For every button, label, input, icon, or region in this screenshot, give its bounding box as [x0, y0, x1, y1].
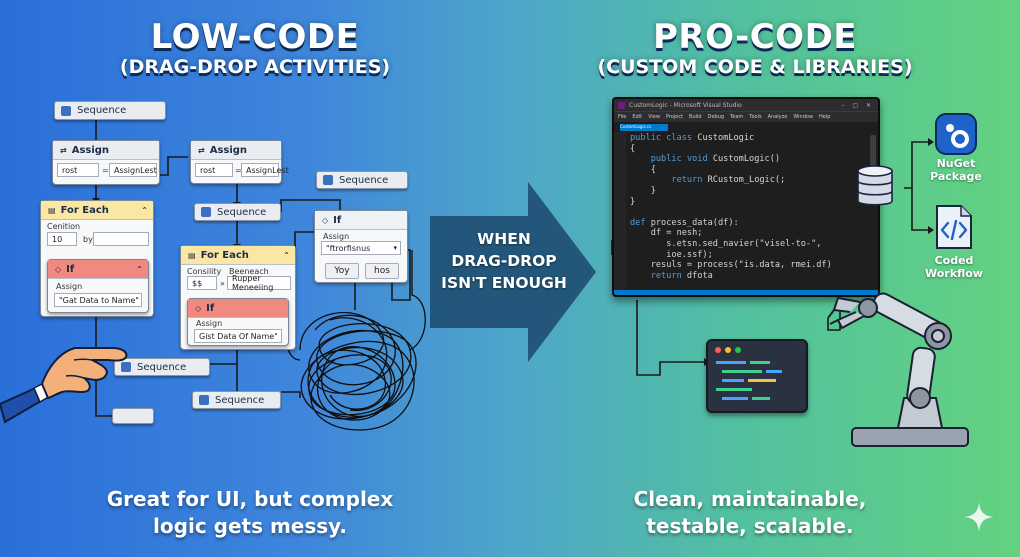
assign-activity-1[interactable]: ⇄Assign rost = AssignLest — [52, 140, 160, 185]
vs-logo-icon — [618, 101, 625, 109]
by-field[interactable] — [93, 232, 149, 246]
menu-item[interactable]: Team — [730, 114, 744, 120]
status-bar — [614, 290, 878, 295]
code-line: { — [630, 143, 636, 154]
low-code-subtitle: (DRAG-DROP ACTIVITIES) — [119, 56, 391, 78]
menu-item[interactable]: File — [618, 114, 627, 120]
code-line: public class CustomLogic — [630, 133, 755, 143]
code-line: { — [630, 164, 656, 175]
sequence-icon — [199, 395, 209, 405]
condition-field[interactable]: 10 — [47, 232, 77, 246]
code-line: s.etsn.sed_navier("visel-to-", — [630, 238, 822, 249]
window-controls[interactable]: – ▢ ✕ — [841, 101, 874, 109]
if-activity-1[interactable]: ◇If⌃ Assign "Gat Data to Name" — [47, 259, 149, 313]
low-code-caption: Great for UI, but complex logic gets mes… — [106, 487, 394, 538]
assign-value-field[interactable]: AssignLest — [241, 163, 289, 177]
assign-icon: ⇄ — [198, 145, 205, 155]
assign-value-field[interactable]: Gist Data Of Name" — [194, 329, 282, 343]
code-lines-icon — [716, 361, 782, 400]
nuget-package-icon — [935, 113, 977, 155]
sequence-activity-5[interactable]: Sequence — [192, 391, 281, 409]
menu-item[interactable]: Analyze — [767, 114, 788, 120]
select-field[interactable]: "ftrorfisnus ▾ — [321, 241, 401, 255]
sequence-activity-3[interactable]: Sequence — [316, 171, 408, 189]
gutter — [614, 132, 626, 290]
menu-item[interactable]: Project — [665, 114, 684, 120]
arrow-label: WHEN DRAG-DROP ISN'T ENOUGH — [441, 230, 567, 292]
low-code-title: LOW-CODE — [150, 17, 360, 57]
title-bar: CustomLogic - Microsoft Visual Studio – … — [614, 99, 878, 111]
assign-activity-2[interactable]: ⇄Assign rost = AssignLest — [190, 140, 289, 184]
menu-item[interactable]: Build — [689, 114, 702, 120]
collapse-icon[interactable]: ⌃ — [136, 264, 143, 274]
if-icon: ◇ — [55, 264, 62, 274]
yes-button[interactable]: Yoy — [325, 263, 359, 279]
pro-code-subtitle: (CUSTOM CODE & LIBRARIES) — [597, 56, 913, 78]
code-line: df = nesh; — [630, 228, 703, 239]
coded-workflow-icon — [936, 205, 972, 249]
menu-item[interactable]: Window — [793, 114, 814, 120]
pro-code-caption: Clean, maintainable, testable, scalable. — [633, 487, 867, 538]
menu-item[interactable]: Debug — [707, 114, 725, 120]
menu-item[interactable]: Edit — [632, 114, 643, 120]
condition-field[interactable]: $$ — [187, 276, 217, 290]
dropdown-arrow-icon: ▾ — [393, 244, 397, 252]
assign-icon: ⇄ — [60, 145, 67, 155]
code-line: return RCustom_Logic(; — [671, 175, 786, 186]
robot-arm-icon — [827, 292, 969, 447]
for-each-activity-1[interactable]: ▤For Each⌃ Cenition 10 by ◇If⌃ Assign "G… — [40, 200, 154, 317]
sparkle-icon — [964, 502, 994, 532]
code-line: def process_data(df): — [630, 217, 739, 228]
for-each-activity-2[interactable]: ▤For Each⌃ Consility Beeneach $$ » Ruppe… — [180, 245, 296, 350]
code-line: } — [630, 196, 636, 207]
sequence-icon — [323, 175, 333, 185]
foreach-icon: ▤ — [48, 205, 56, 215]
if-activity-3[interactable]: ◇If Assign "ftrorfisnus ▾ Yoy hos — [314, 210, 408, 283]
sequence-icon — [61, 105, 71, 116]
sequence-activity-2[interactable]: Sequence — [194, 203, 281, 221]
assign-value-field[interactable]: "Gat Data to Name" — [54, 293, 142, 307]
code-line: return dfota — [650, 270, 713, 281]
assign-value-field[interactable]: AssignLest — [109, 163, 157, 177]
menu-bar: File Edit View Project Build Debug Team … — [614, 111, 878, 122]
code-line: ioe.ssf); — [630, 249, 713, 260]
no-button[interactable]: hos — [365, 263, 399, 279]
sequence-icon — [201, 207, 211, 217]
sequence-activity-1[interactable]: Sequence — [54, 101, 166, 120]
editor-tab[interactable]: CustomLogic.cs — [620, 124, 668, 131]
window-dots — [715, 347, 741, 353]
sequence-activity-stub[interactable] — [112, 408, 154, 424]
menu-item[interactable]: Help — [819, 114, 831, 120]
code-editor-window[interactable]: CustomLogic - Microsoft Visual Studio – … — [612, 97, 880, 297]
sequence-icon — [121, 362, 131, 372]
coded-workflow-label: Coded Workflow — [925, 254, 983, 280]
foreach-icon: ▤ — [188, 250, 196, 260]
each-field[interactable]: Rupper Meneeiing — [227, 274, 291, 292]
test-runner-window[interactable] — [706, 339, 808, 413]
if-activity-2[interactable]: ◇If Assign Gist Data Of Name" — [187, 298, 289, 346]
collapse-icon[interactable]: ⌃ — [141, 205, 148, 215]
if-icon: ◇ — [322, 215, 329, 225]
code-line: } — [630, 185, 656, 196]
if-icon: ◇ — [195, 303, 202, 313]
transition-arrow — [430, 182, 596, 362]
code-line: public void CustomLogic() — [650, 154, 781, 165]
nuget-label: NuGet Package — [930, 157, 982, 183]
assign-to-field[interactable]: rost — [195, 163, 233, 177]
code-content[interactable]: public class CustomLogic{ public void Cu… — [630, 133, 858, 281]
hand-icon — [0, 347, 128, 424]
sequence-activity-4[interactable]: Sequence — [114, 358, 210, 376]
pro-code-title: PRO-CODE — [652, 17, 858, 57]
database-icon — [857, 165, 893, 206]
collapse-icon[interactable]: ⌃ — [283, 250, 290, 260]
menu-item[interactable]: Tools — [749, 114, 762, 120]
code-line: resuls = process("is.data, rmei.df) — [630, 260, 832, 271]
assign-to-field[interactable]: rost — [57, 163, 99, 177]
menu-item[interactable]: View — [648, 114, 660, 120]
